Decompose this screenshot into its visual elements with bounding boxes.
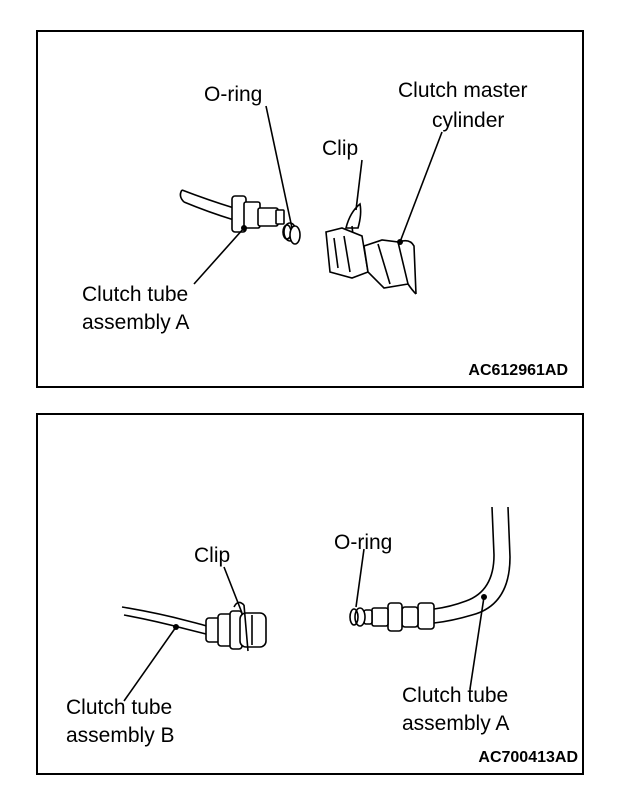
diagram-panel-top: O-ring Clutch master cylinder Clip Clutc…	[36, 30, 584, 388]
clutch-tube-assembly-a-label-line1: Clutch tube	[402, 684, 509, 707]
clip-leader-line	[355, 159, 363, 211]
o-ring-drawing	[349, 607, 366, 627]
clutch-tube-assembly-a-label-line2: assembly A	[402, 712, 510, 735]
o-ring-label: O-ring	[204, 83, 263, 106]
clutch-master-cylinder-leader-dot	[397, 239, 403, 245]
clutch-master-cylinder-label-line2: cylinder	[432, 109, 505, 132]
o-ring-leader-line	[265, 105, 293, 229]
figure-code: AC700413AD	[478, 749, 578, 766]
clutch-tube-assembly-b-label-line2: assembly B	[66, 724, 175, 747]
clip-label: Clip	[194, 544, 231, 567]
clutch-tube-connection-illustration	[121, 506, 511, 702]
clutch-tube-assembly-a-leader-line	[469, 596, 485, 690]
clutch-tube-assembly-b-leader-dot	[173, 624, 179, 630]
clutch-tube-assembly-b-leader-line	[123, 626, 177, 702]
clutch-tube-assembly-b-label-line1: Clutch tube	[66, 696, 173, 719]
clip-leader-line	[223, 566, 243, 614]
clutch-tube-assembly-a-label-line1: Clutch tube	[82, 283, 189, 306]
o-ring-drawing	[289, 225, 301, 245]
figure-code: AC612961AD	[468, 362, 568, 379]
clutch-tube-assembly-a-leader-line	[193, 227, 245, 285]
clutch-master-cylinder-label-line1: Clutch master	[398, 79, 528, 102]
clutch-master-cylinder-illustration	[179, 105, 443, 295]
diagram-panel-bottom: Clip O-ring Clutch tube assembly B Clutc…	[36, 413, 584, 775]
clutch-tube-assembly-a-drawing	[363, 506, 511, 632]
clutch-tube-assembly-a-leader-dot	[481, 594, 487, 600]
o-ring-leader-line	[355, 548, 365, 608]
clip-label: Clip	[322, 137, 359, 160]
clutch-master-cylinder-leader-line	[399, 131, 443, 243]
clutch-tube-assembly-a-label-line2: assembly A	[82, 311, 190, 334]
clutch-tube-assembly-a-leader-dot	[241, 225, 247, 231]
o-ring-label: O-ring	[334, 531, 393, 554]
clutch-master-cylinder-drawing	[325, 227, 417, 295]
